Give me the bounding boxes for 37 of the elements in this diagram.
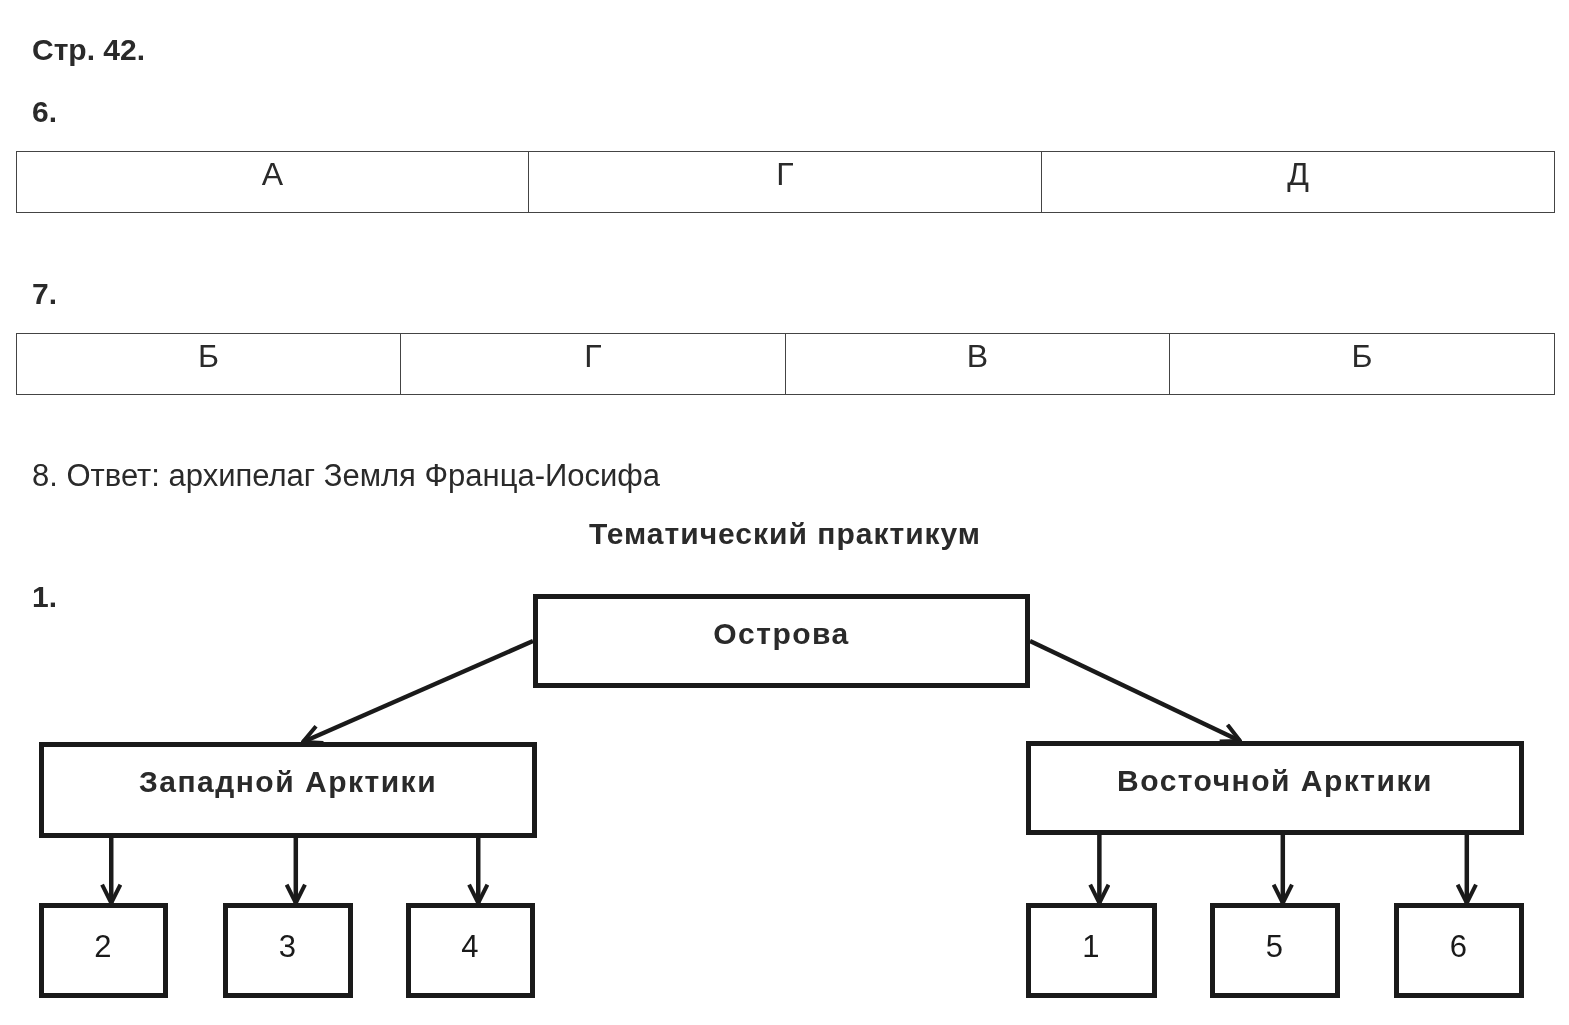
category-box <box>39 742 537 838</box>
number-label: 1 <box>1082 930 1101 964</box>
category-box <box>533 594 1030 688</box>
arrow <box>1271 835 1294 905</box>
arrow <box>467 838 490 905</box>
section-heading: Тематический практикум <box>588 517 982 551</box>
number-label: 5 <box>1265 930 1285 964</box>
arrow <box>1088 835 1111 905</box>
arrow <box>1455 835 1478 905</box>
number-label: 2 <box>94 930 113 964</box>
task-number: 7. <box>32 277 58 311</box>
answer-box <box>406 903 535 998</box>
number-label: 6 <box>1449 930 1469 964</box>
table-cell: Б <box>1169 333 1555 395</box>
table-cell: Г <box>400 333 786 395</box>
task-number: 1. <box>32 580 58 614</box>
table-cell: Д <box>1041 151 1555 213</box>
node-label: Восточной Арктики <box>1117 764 1433 798</box>
node-label: Западной Арктики <box>138 765 438 799</box>
table-cell: А <box>16 151 529 213</box>
answer-box <box>223 903 353 998</box>
answer-box <box>1026 903 1157 998</box>
table-cell: Г <box>528 151 1042 213</box>
table-cell: Б <box>16 333 401 395</box>
number-label: 4 <box>461 930 480 964</box>
answer-box <box>1210 903 1340 998</box>
answer-box <box>1394 903 1524 998</box>
number-label: 3 <box>278 930 298 964</box>
table-cell: В <box>785 333 1170 395</box>
page-number: Стр. 42. <box>32 33 146 67</box>
node-label: Острова <box>713 617 850 651</box>
task-number: 6. <box>32 95 58 129</box>
answer-text: 8. Ответ: архипелаг Земля Франца-Иосифа <box>32 458 661 494</box>
arrow <box>100 838 123 905</box>
arrow <box>284 838 307 905</box>
category-box <box>1026 741 1524 835</box>
answer-box <box>39 903 168 998</box>
